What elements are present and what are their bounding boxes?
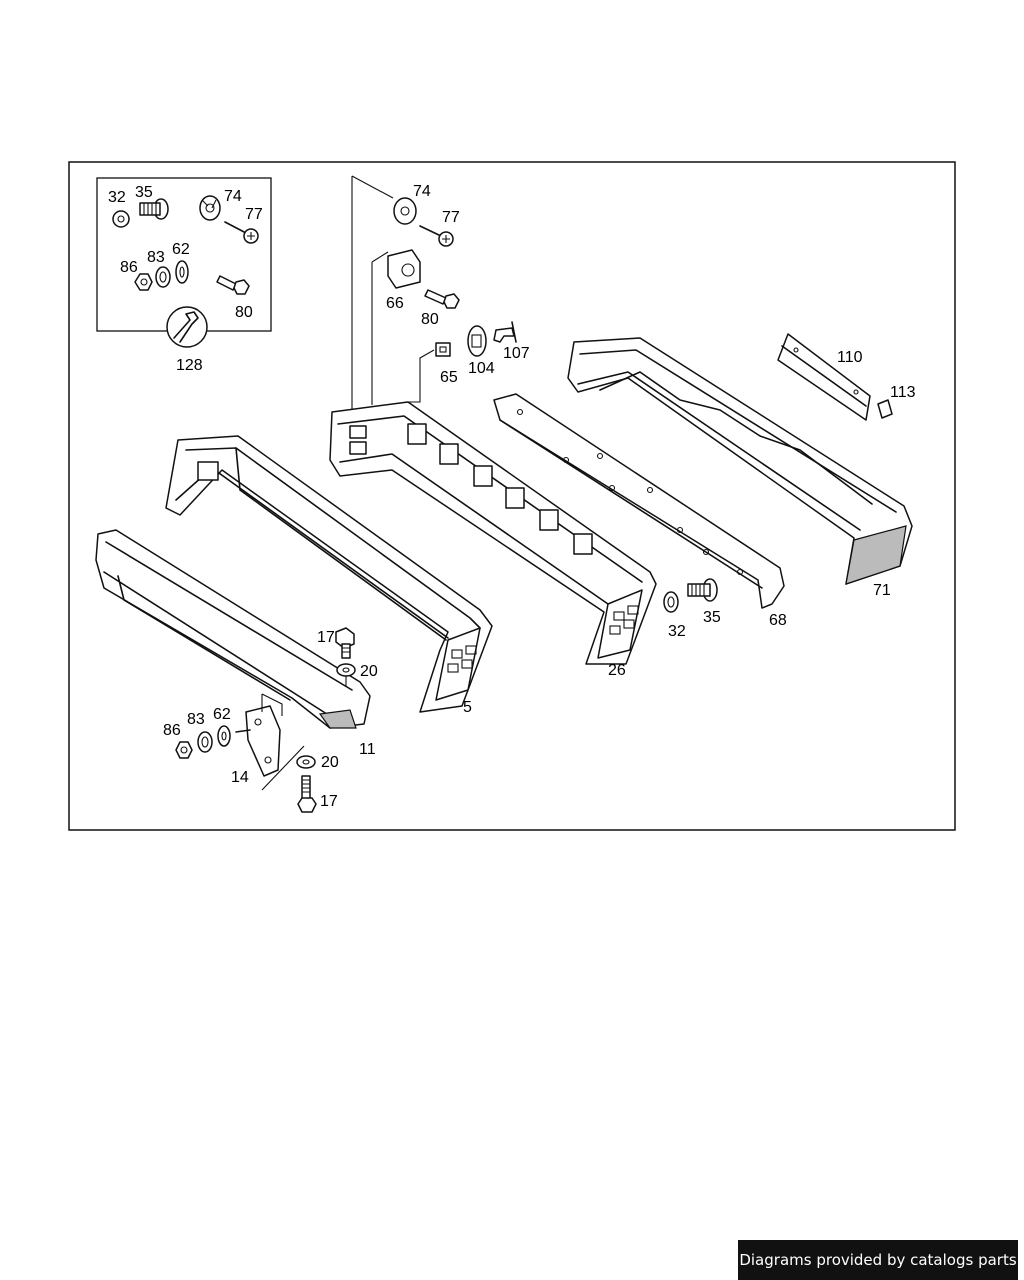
callout-17a: 17 [317, 629, 335, 646]
callout-71: 71 [873, 582, 891, 599]
screw-icon [419, 225, 454, 247]
clip-113 [877, 399, 893, 419]
bolt-icon [335, 627, 355, 659]
impact-absorber-26 [329, 401, 657, 665]
bumper-carrier-11 [95, 529, 371, 729]
bumper-cover-71 [567, 337, 913, 585]
callout-86a: 86 [120, 259, 138, 276]
callout-74a: 74 [224, 188, 242, 205]
grommet-104 [467, 325, 487, 357]
callout-32b: 32 [668, 623, 686, 640]
callout-62b: 62 [213, 706, 231, 723]
mount-bracket-14 [235, 693, 305, 791]
washer-icon [336, 663, 356, 677]
trim-strip-68 [493, 393, 785, 609]
callout-104: 104 [468, 360, 495, 377]
callout-32a: 32 [108, 189, 126, 206]
callout-77b: 77 [442, 209, 460, 226]
callout-86b: 86 [163, 722, 181, 739]
callout-80b: 80 [421, 311, 439, 328]
callout-107: 107 [503, 345, 530, 362]
washer-icon [663, 591, 679, 613]
nut-icon [175, 741, 193, 759]
callout-128: 128 [176, 357, 203, 374]
callout-62a: 62 [172, 241, 190, 258]
support-rail-110 [777, 333, 871, 421]
washer-icon [197, 731, 213, 753]
screw-icon [224, 221, 259, 244]
washer-icon [175, 260, 189, 284]
plug-107 [493, 321, 517, 343]
callout-66: 66 [386, 295, 404, 312]
nut-icon [199, 195, 221, 221]
callout-14: 14 [231, 769, 249, 786]
bumper-shell-5 [165, 435, 493, 713]
clip-bracket [387, 249, 421, 289]
callout-80a: 80 [235, 304, 253, 321]
washer-icon [217, 725, 231, 747]
callout-83a: 83 [147, 249, 165, 266]
callout-83b: 83 [187, 711, 205, 728]
bolt-icon [424, 289, 460, 309]
bolt-icon [687, 578, 718, 602]
nut-icon [134, 273, 153, 291]
clip-small [435, 342, 451, 357]
washer-icon [296, 755, 316, 769]
callout-68: 68 [769, 612, 787, 629]
nut-icon [393, 197, 417, 225]
washer-icon [112, 210, 130, 228]
callout-113: 113 [890, 384, 916, 401]
callout-77a: 77 [245, 206, 263, 223]
callout-20b: 20 [321, 754, 339, 771]
callout-11: 11 [359, 741, 376, 758]
callout-5: 5 [463, 699, 472, 716]
callout-20a: 20 [360, 663, 378, 680]
callout-110: 110 [837, 349, 863, 366]
callout-26: 26 [608, 662, 626, 679]
callout-35a: 35 [135, 184, 153, 201]
bolt-icon [216, 275, 250, 295]
diagram-frame [68, 161, 956, 831]
bolt-icon [297, 775, 317, 813]
callout-35b: 35 [703, 609, 721, 626]
wrench-icon [166, 306, 208, 348]
callout-65: 65 [440, 369, 458, 386]
washer-icon [155, 266, 171, 288]
bolt-icon [139, 198, 169, 220]
attribution-footer: Diagrams provided by catalogs parts [738, 1240, 1018, 1280]
callout-74b: 74 [413, 183, 431, 200]
callout-17b: 17 [320, 793, 338, 810]
